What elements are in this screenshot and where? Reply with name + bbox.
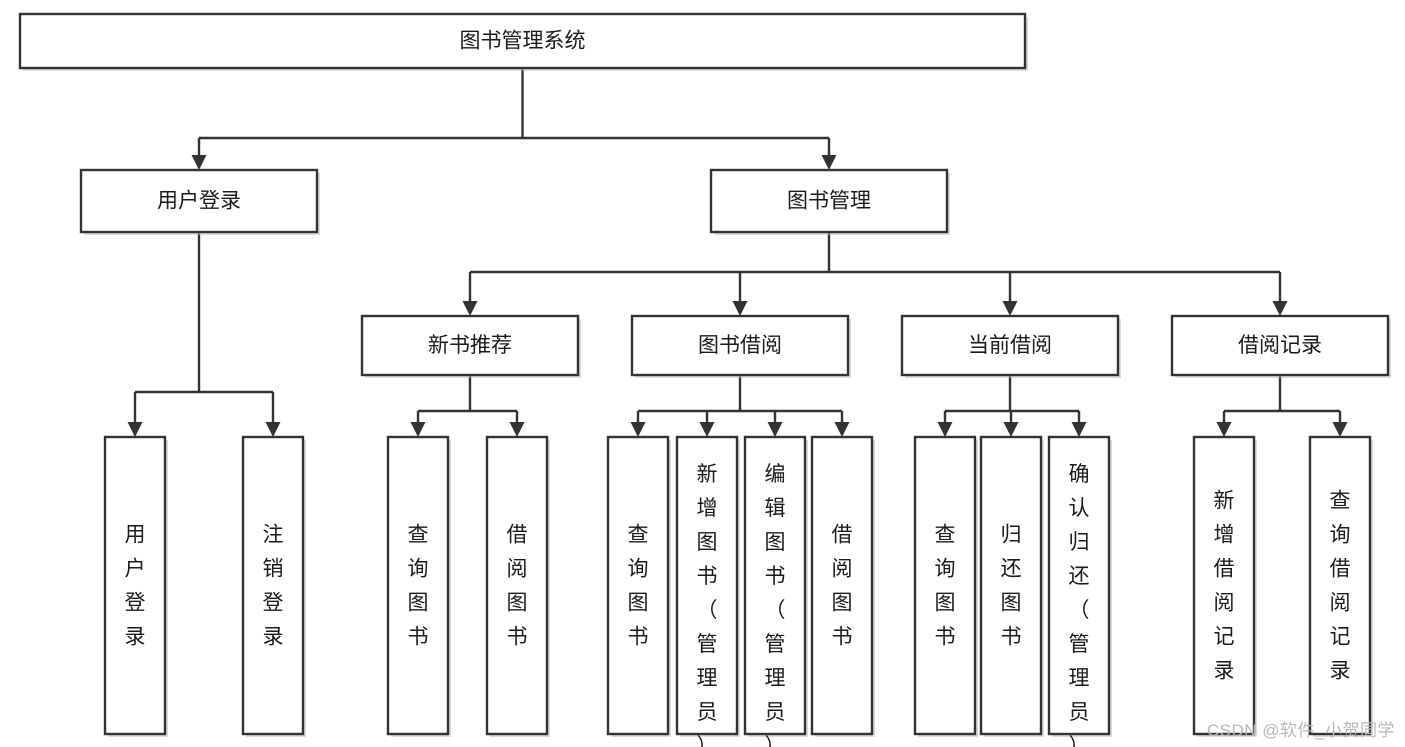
arrow-head-icon [410, 422, 426, 437]
node-recommend-query-book[interactable]: 查询图书 [386, 435, 451, 737]
node-label: 新书推荐 [428, 334, 512, 357]
node-new-book-recommend[interactable]: 新书推荐 [360, 314, 581, 378]
node-borrow-add-book[interactable]: 新增图书（管理员） [675, 435, 740, 747]
node-label: 查询图书 [408, 524, 429, 649]
node-label: 图书借阅 [698, 334, 782, 357]
node-user-login[interactable]: 用户登录 [79, 168, 320, 235]
node-record-query[interactable]: 查询借阅记录 [1308, 435, 1373, 737]
node-label: 查询借阅记录 [1330, 490, 1351, 683]
arrow-head-icon [699, 422, 715, 437]
node-borrow-record[interactable]: 借阅记录 [1170, 314, 1391, 378]
arrow-head-icon [462, 301, 478, 316]
node-label: 查询图书 [935, 524, 956, 649]
arrow-head-icon [1216, 422, 1232, 437]
arrow-head-icon [1272, 301, 1288, 316]
arrow-head-icon [834, 422, 850, 437]
arrow-head-icon [821, 155, 837, 170]
arrow-head-icon [509, 422, 525, 437]
node-label: 查询图书 [628, 524, 649, 649]
node-label: 用户登录 [125, 524, 146, 649]
arrow-head-icon [265, 422, 281, 437]
node-label: 借阅记录 [1238, 334, 1322, 357]
node-label: 借阅图书 [832, 524, 853, 649]
csdn-watermark: CSDN @软件_小贺同学 [1206, 721, 1395, 740]
node-label: 图书管理 [787, 190, 871, 213]
node-label: 新增借阅记录 [1214, 490, 1235, 683]
node-logout[interactable]: 注销登录 [241, 435, 306, 737]
node-book-borrow[interactable]: 图书借阅 [630, 314, 851, 378]
node-label: 图书管理系统 [460, 30, 586, 53]
node-current-query-book[interactable]: 查询图书 [913, 435, 978, 737]
node-user-login-action[interactable]: 用户登录 [103, 435, 168, 737]
node-label: 用户登录 [157, 190, 241, 213]
node-label: 新增图书（管理员） [697, 463, 718, 747]
node-label: 当前借阅 [968, 334, 1052, 357]
node-label: 借阅图书 [507, 524, 528, 649]
arrow-head-icon [127, 422, 143, 437]
node-layer: 图书管理系统用户登录用户登录注销登录图书管理新书推荐查询图书借阅图书图书借阅查询… [18, 12, 1391, 747]
node-current-confirm-return[interactable]: 确认归还（管理员） [1047, 435, 1112, 747]
arrow-head-icon [732, 301, 748, 316]
arrow-head-icon [1332, 422, 1348, 437]
arrow-head-icon [1003, 422, 1019, 437]
arrow-head-icon [630, 422, 646, 437]
arrow-head-icon [1002, 301, 1018, 316]
node-record-add[interactable]: 新增借阅记录 [1192, 435, 1257, 737]
node-recommend-borrow-book[interactable]: 借阅图书 [485, 435, 550, 737]
node-borrow-borrow-book[interactable]: 借阅图书 [810, 435, 875, 737]
node-root[interactable]: 图书管理系统 [18, 12, 1028, 71]
node-label: 确认归还（管理员） [1069, 463, 1090, 747]
arrow-head-icon [937, 422, 953, 437]
node-borrow-query-book[interactable]: 查询图书 [606, 435, 671, 737]
arrow-head-icon [1071, 422, 1087, 437]
arrow-head-icon [191, 155, 207, 170]
node-book-management[interactable]: 图书管理 [709, 168, 950, 235]
connector-layer [127, 68, 1348, 437]
node-current-return-book[interactable]: 归还图书 [979, 435, 1044, 737]
node-label: 归还图书 [1001, 524, 1022, 649]
node-label: 注销登录 [263, 524, 284, 649]
arrow-head-icon [767, 422, 783, 437]
node-borrow-edit-book[interactable]: 编辑图书（管理员） [743, 435, 808, 747]
node-current-borrow[interactable]: 当前借阅 [900, 314, 1121, 378]
node-label: 编辑图书（管理员） [765, 463, 786, 747]
